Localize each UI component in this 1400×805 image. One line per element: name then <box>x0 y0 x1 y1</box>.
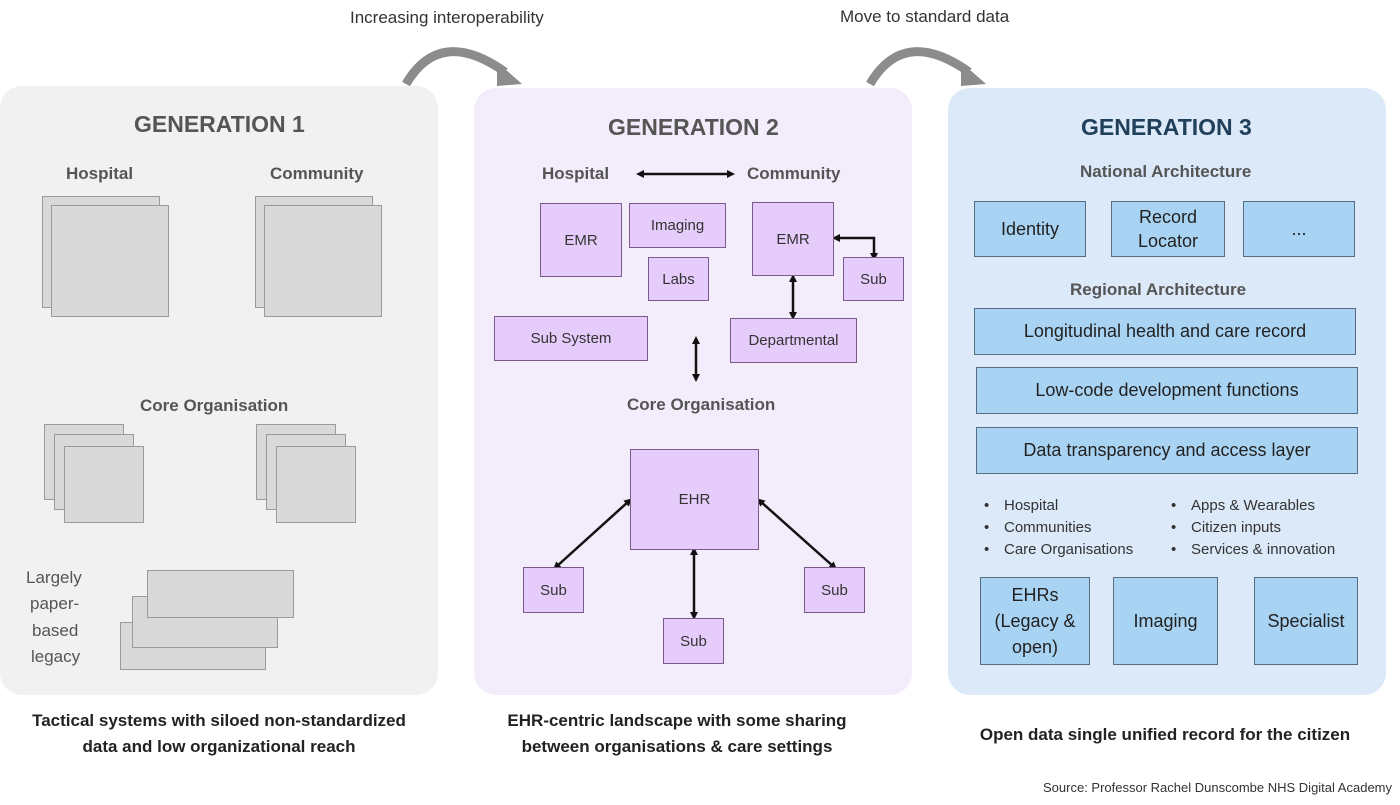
gen2-hospital-emr-box: EMR <box>540 203 622 277</box>
bullet-item: Care Organisations <box>984 541 1133 563</box>
gen2-imaging-box: Imaging <box>629 203 726 248</box>
transition-arrow-1 <box>402 47 522 87</box>
arrow-ehr-sub-right <box>757 498 837 570</box>
ehrs-line-3: open) <box>1011 637 1059 658</box>
gen2-labs-box: Labs <box>648 257 709 301</box>
gen2-community-emr-box: EMR <box>752 202 834 276</box>
arrow-emr-sub <box>832 234 878 261</box>
gen3-low-code-box: Low-code development functions <box>976 367 1358 414</box>
generation-3-title: GENERATION 3 <box>1081 114 1252 140</box>
gen3-regional-architecture-label: Regional Architecture <box>1070 280 1247 299</box>
gen2-community-label: Community <box>747 164 841 183</box>
gen1-legacy-label: Largely paper- based legacy <box>26 565 82 670</box>
gen2-ehr-box: EHR <box>630 449 759 550</box>
gen1-caption-line-1: Tactical systems with siloed non-standar… <box>32 711 406 730</box>
transition-label-standard-data: Move to standard data <box>840 7 1010 26</box>
bullet-item: Services & innovation <box>1171 541 1335 563</box>
ehrs-line-1: EHRs <box>1011 584 1059 605</box>
arrow-ehr-sub-left <box>553 498 632 570</box>
gen1-core-stack-a-3 <box>64 446 144 523</box>
bullet-item: Communities <box>984 519 1133 541</box>
gen2-sub-left-box: Sub <box>523 567 584 613</box>
legacy-line-4: legacy <box>31 647 81 667</box>
bullet-item: Apps & Wearables <box>1171 497 1335 519</box>
gen2-caption-line-2: between organisations & care settings <box>521 736 833 756</box>
gen1-caption: Tactical systems with siloed non-standar… <box>0 708 438 759</box>
generation-1-title: GENERATION 1 <box>134 111 305 137</box>
gen1-paper-sheet-1 <box>147 570 294 618</box>
gen2-community-sub-box: Sub <box>843 257 904 301</box>
ehrs-line-2: (Legacy & <box>994 610 1076 631</box>
gen1-caption-line-2: data and low organizational reach <box>82 736 356 756</box>
gen3-imaging-box: Imaging <box>1113 577 1218 665</box>
gen1-community-label: Community <box>270 164 364 183</box>
record-locator-line-2: Locator <box>1137 231 1199 251</box>
gen3-caption: Open data single unified record for the … <box>979 725 1351 744</box>
gen3-bullets-left: Hospital Communities Care Organisations <box>984 497 1133 563</box>
gen1-hospital-system-front <box>51 205 169 317</box>
gen2-sub-bottom-box: Sub <box>663 618 724 664</box>
source-credit: Source: Professor Rachel Dunscombe NHS D… <box>1043 780 1392 795</box>
gen3-specialist-box: Specialist <box>1254 577 1358 665</box>
gen1-core-organisation-label: Core Organisation <box>140 396 289 415</box>
transition-arrow-2 <box>866 47 986 87</box>
gen3-longitudinal-record-box: Longitudinal health and care record <box>974 308 1356 355</box>
gen3-bullets-right: Apps & Wearables Citizen inputs Services… <box>1171 497 1335 563</box>
gen2-sub-right-box: Sub <box>804 567 865 613</box>
gen3-identity-box: Identity <box>974 201 1086 257</box>
gen3-national-architecture-label: National Architecture <box>1080 162 1252 181</box>
gen3-more-box: ... <box>1243 201 1355 257</box>
bullet-item: Citizen inputs <box>1171 519 1335 541</box>
gen3-ehrs-box: EHRs (Legacy & open) <box>980 577 1090 665</box>
gen3-data-transparency-box: Data transparency and access layer <box>976 427 1358 474</box>
record-locator-line-1: Record <box>1138 206 1198 227</box>
gen2-core-organisation-label: Core Organisation <box>627 395 776 414</box>
gen2-hospital-label: Hospital <box>542 164 610 183</box>
legacy-line-2: paper- <box>30 594 80 614</box>
transition-label-interoperability: Increasing interoperability <box>350 8 544 27</box>
generation-2-title: GENERATION 2 <box>608 114 779 140</box>
gen1-core-stack-b-3 <box>276 446 356 523</box>
bullet-item: Hospital <box>984 497 1133 519</box>
gen2-sub-system-box: Sub System <box>494 316 648 361</box>
legacy-line-1: Largely <box>26 568 82 587</box>
gen2-departmental-box: Departmental <box>730 318 857 363</box>
legacy-line-3: based <box>32 620 79 640</box>
gen1-hospital-label: Hospital <box>66 164 134 183</box>
gen2-caption: EHR-centric landscape with some sharing … <box>474 708 880 759</box>
gen2-caption-line-1: EHR-centric landscape with some sharing <box>507 711 847 730</box>
gen1-community-system-front <box>264 205 382 317</box>
gen3-record-locator-box: Record Locator <box>1111 201 1225 257</box>
